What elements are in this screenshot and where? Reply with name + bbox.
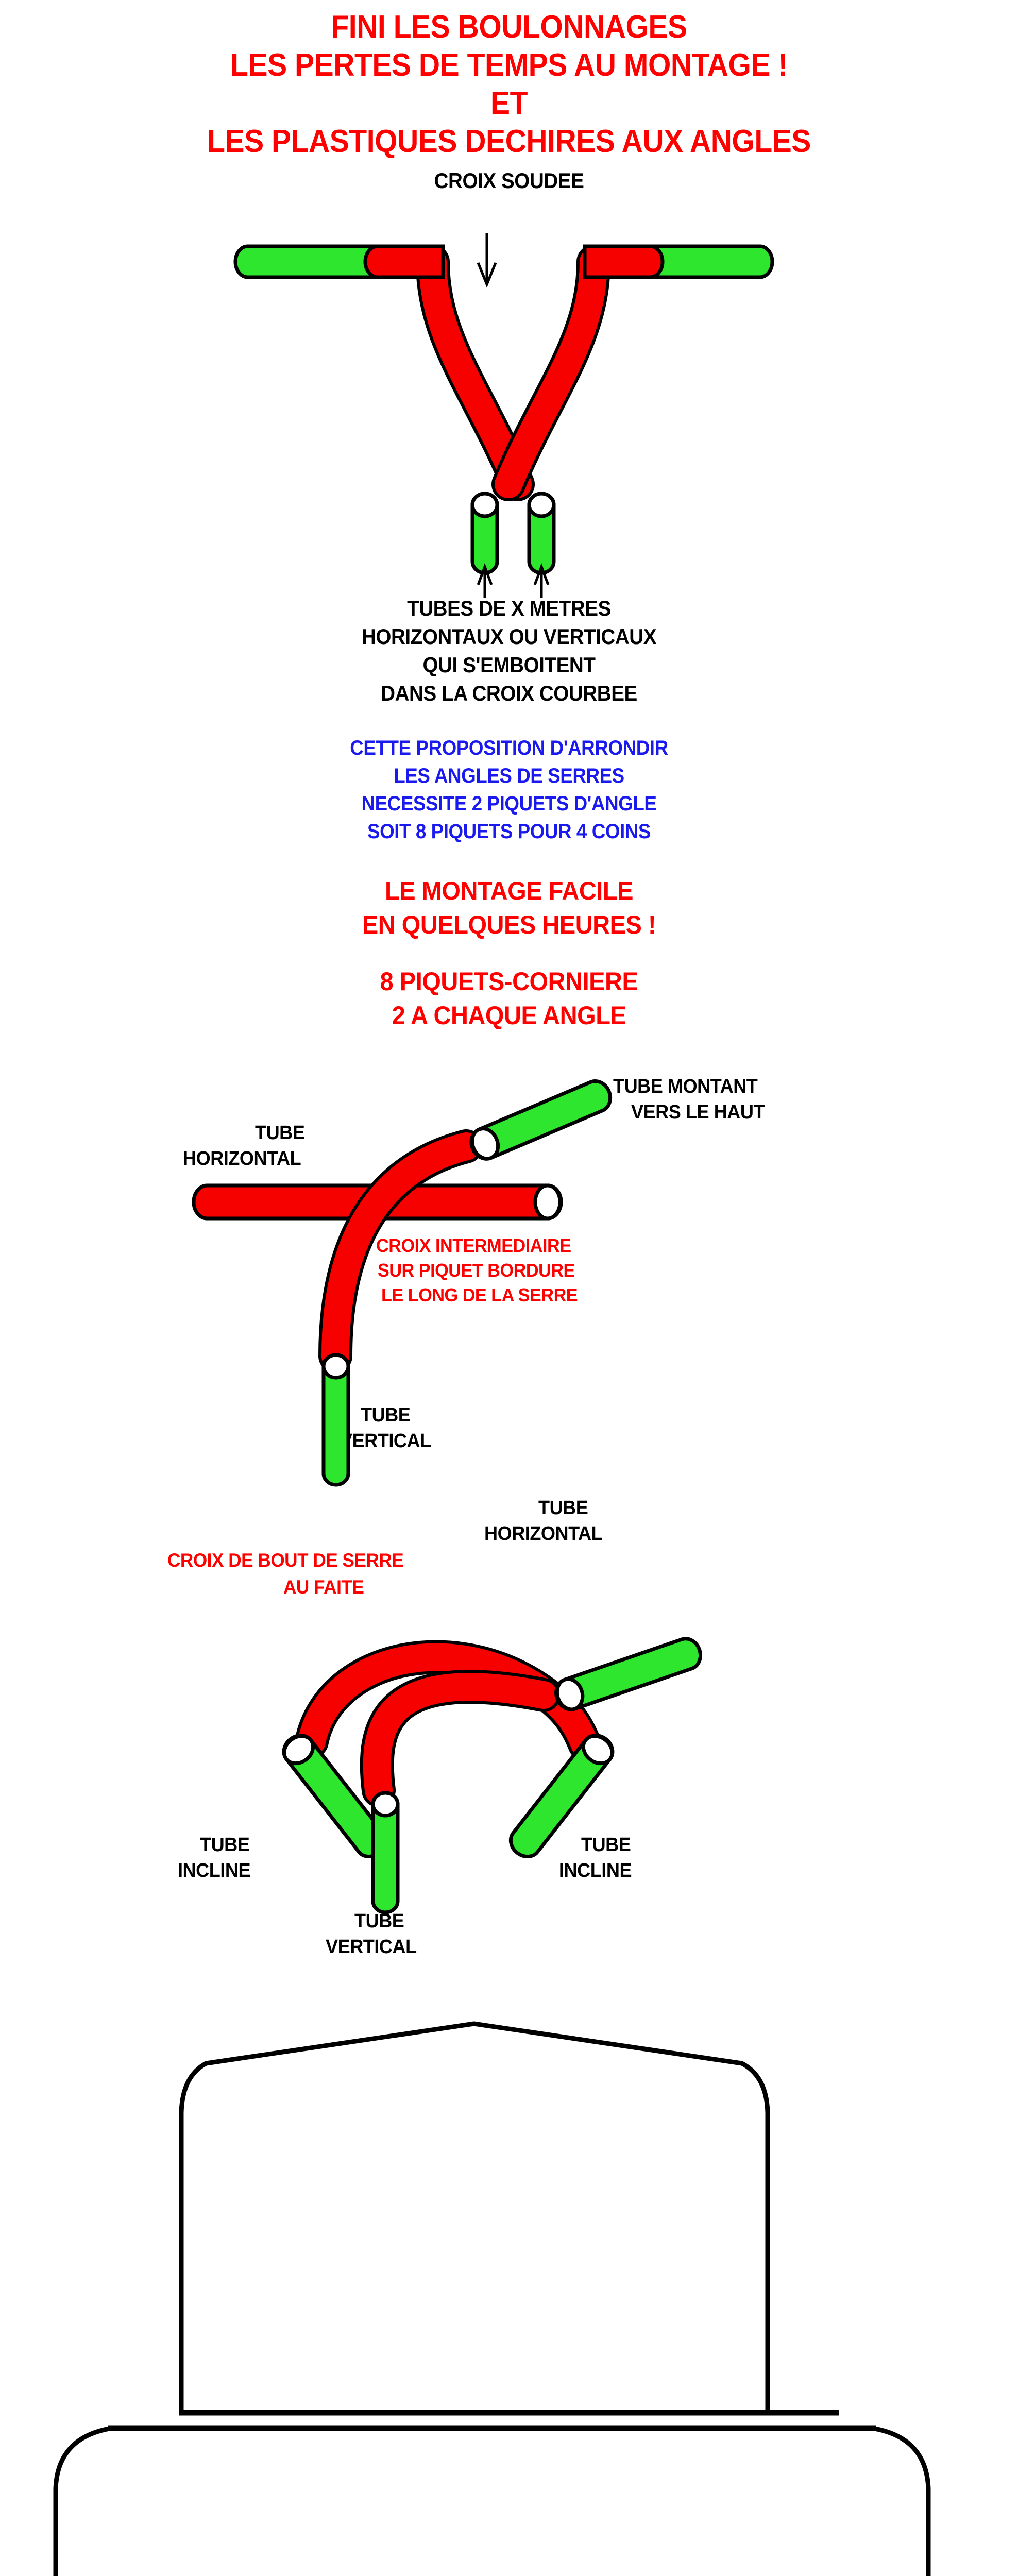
diagram3-label-incline-left-line-1: TUBE (200, 1834, 250, 1856)
tube-red-horizontal (192, 1183, 563, 1221)
diagram2-caption-line-3: LE LONG DE LA SERRE (381, 1284, 578, 1306)
greenhouse-front-line-1: SERRE (396, 2563, 552, 2576)
red-curve-arm-1 (416, 245, 535, 501)
diagram1-title: CROIX SOUDEE (434, 168, 584, 193)
diagram2-caption-line-1: CROIX INTERMEDIAIRE (376, 1235, 571, 1256)
note-red-line-3: 8 PIQUETS-CORNIERE (380, 967, 638, 996)
red-arch (295, 1640, 602, 1761)
red-cross-left-stub (363, 244, 445, 279)
greenhouse-side-line-1: SERRE (422, 2139, 526, 2175)
diagram1-caption-line-1: TUBES DE X METRES (407, 596, 611, 620)
diagram3-label-horizontal-line-2: HORIZONTAL (484, 1523, 603, 1545)
headline-line-4: LES PLASTIQUES DECHIRES AUX ANGLES (207, 124, 811, 159)
tube-green-horizontal-left (233, 244, 425, 279)
red-cross-right-stub (583, 244, 665, 279)
tube-green-vertical-left (470, 492, 499, 575)
diagram3-caption-line-1: CROIX DE BOUT DE SERRE (167, 1550, 404, 1571)
diagram2-label-horizontal-line-2: HORIZONTAL (183, 1148, 301, 1170)
diagram1-caption-line-4: DANS LA CROIX COURBEE (381, 681, 637, 705)
greenhouse-side-line-2: DE (453, 2183, 495, 2218)
diagram2-label-montant-line-2: VERS LE HAUT (631, 1101, 765, 1123)
diagram3-label-vertical-line-2: VERTICAL (326, 1936, 417, 1958)
diagram3-label-vertical-line-1: TUBE (354, 1910, 404, 1932)
red-curve-arm-2 (491, 245, 610, 501)
diagram2-label-vertical-line-2: VERTICAL (340, 1430, 431, 1452)
greenhouse-side-line-3: CÔTE (432, 2227, 516, 2262)
tube-green-horizontal-right (601, 244, 774, 279)
diagram2-caption-line-2: SUR PIQUET BORDURE (378, 1260, 575, 1281)
diagram1-welded-cross (233, 233, 774, 598)
note-red-line-1: LE MONTAGE FACILE (384, 876, 634, 905)
tube-green-vertical-d3 (371, 1791, 400, 1914)
diagram1-caption-line-2: HORIZONTAUX OU VERTICAUX (361, 624, 657, 649)
tube-green-montant (469, 1079, 612, 1161)
diagram2-label-montant-line-1: TUBE MONTANT (613, 1076, 758, 1097)
tube-green-vertical-d2 (321, 1353, 350, 1487)
note-blue-line-3: NECESSITE 2 PIQUETS D'ANGLE (361, 792, 657, 815)
tube-green-vertical-right (527, 492, 556, 575)
arrow-up-right-icon (533, 563, 550, 598)
diagram3-label-incline-left-line-2: INCLINE (178, 1860, 251, 1882)
headline-line-2: LES PERTES DE TEMPS AU MONTAGE ! (230, 47, 788, 83)
diagram2-label-vertical-line-1: TUBE (361, 1404, 411, 1426)
arrow-up-left-icon (477, 563, 493, 598)
note-blue-line-1: CETTE PROPOSITION D'ARRONDIR (350, 737, 668, 759)
diagram3-caption-line-2: AU FAITE (283, 1577, 364, 1598)
note-blue-line-2: LES ANGLES DE SERRES (394, 765, 624, 787)
note-red-line-2: EN QUELQUES HEURES ! (362, 910, 656, 939)
headline-line-1: FINI LES BOULONNAGES (331, 9, 687, 45)
tube-green-horizontal-d3 (554, 1637, 702, 1711)
diagram1-caption-line-3: QUI S'EMBOITENT (422, 653, 596, 677)
tube-green-incline-left (282, 1734, 388, 1858)
headline-line-3: ET (490, 86, 528, 121)
diagram3-label-incline-right-line-1: TUBE (581, 1834, 631, 1856)
arrow-down-icon (477, 233, 497, 288)
greenhouse-front-outline (53, 2425, 931, 2576)
diagram3-end-cross (282, 1637, 702, 1914)
diagram2-label-horizontal-line-1: TUBE (255, 1122, 305, 1144)
red-ridge-curve (360, 1670, 561, 1807)
diagram3-label-horizontal-line-1: TUBE (538, 1497, 588, 1519)
note-red-line-4: 2 A CHAQUE ANGLE (392, 1001, 626, 1030)
diagram3-label-incline-right-line-2: INCLINE (559, 1860, 632, 1882)
note-blue-line-4: SOIT 8 PIQUETS POUR 4 COINS (367, 820, 651, 843)
